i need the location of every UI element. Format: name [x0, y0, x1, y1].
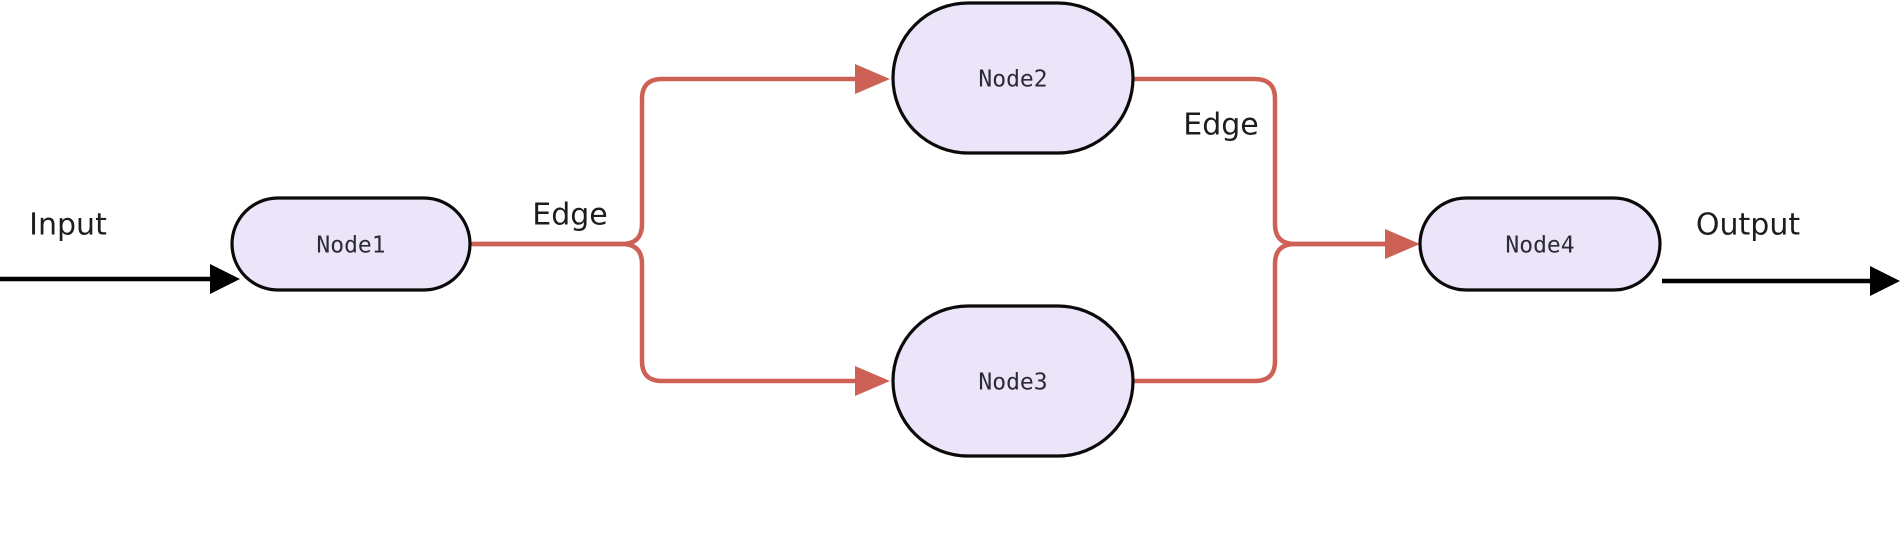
node-node4[interactable]: Node4 [1418, 196, 1662, 292]
node4-shape[interactable] [1418, 196, 1662, 292]
input-label: Input [29, 208, 107, 243]
output-label: Output [1696, 208, 1800, 243]
edge-node2-to-node4 [1132, 76, 1391, 247]
node4-label: Node4 [1505, 233, 1574, 259]
node2-shape[interactable] [891, 1, 1135, 155]
edge-node1-to-node3 [470, 241, 890, 396]
node-node2[interactable]: Node2 [891, 1, 1135, 155]
edge-node1-node2-path [470, 76, 861, 247]
edge-node3-node4-path [1132, 241, 1391, 384]
edge-label-2: Edge [1183, 108, 1259, 143]
node1-shape[interactable] [230, 196, 472, 292]
input-arrowhead-icon [210, 264, 240, 294]
node-node1[interactable]: Node1 [230, 196, 472, 292]
output-connector [1662, 266, 1900, 296]
node-node3[interactable]: Node3 [891, 304, 1135, 458]
node3-label: Node3 [978, 370, 1047, 396]
node2-label: Node2 [978, 67, 1047, 93]
input-connector [0, 264, 240, 294]
edge-node3-arrowhead-icon [855, 366, 890, 396]
edge-node1-node3-path [470, 241, 861, 384]
output-arrowhead-icon [1870, 266, 1900, 296]
edge-node3-to-node4 [1132, 229, 1420, 384]
edge-label-1: Edge [532, 198, 608, 233]
edge-node2-node4-path [1132, 76, 1391, 247]
node1-label: Node1 [316, 233, 385, 259]
node3-shape[interactable] [891, 304, 1135, 458]
edge-node4-arrowhead-icon [1385, 229, 1420, 259]
edge-node2-arrowhead-icon [855, 64, 890, 94]
